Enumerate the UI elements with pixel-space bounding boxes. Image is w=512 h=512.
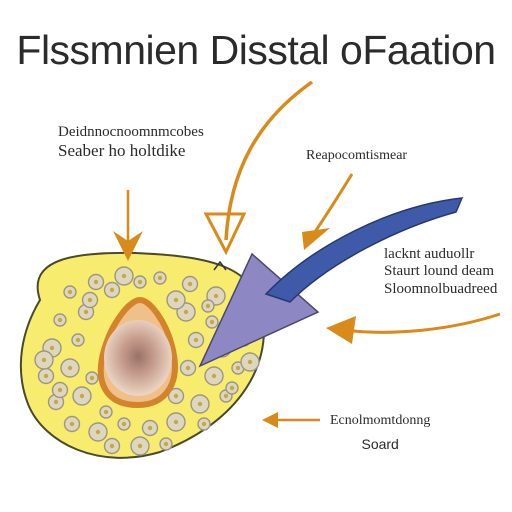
arrow-blue xyxy=(264,197,464,303)
organelle-core xyxy=(67,365,73,371)
organelle-core xyxy=(213,293,219,299)
diagram-title: Flssmnien Disstal oFaation xyxy=(16,27,496,73)
organelle-core xyxy=(57,317,63,323)
organelle-core xyxy=(205,303,211,309)
label-top-left-line1: Deidnnocnoomnmcobes xyxy=(58,124,204,140)
organelle-core xyxy=(235,365,241,371)
arrow-curved-top-head xyxy=(203,212,247,256)
organelle-core xyxy=(121,421,127,427)
organelle-core xyxy=(41,357,47,363)
organelle-core xyxy=(137,443,143,449)
organelle-core xyxy=(79,393,85,399)
label-bottom: Ecnolmomtdonng Soard xyxy=(330,413,430,453)
organelle-core xyxy=(209,319,215,325)
label-right: lacknt auduollr Staurt lound deam Sloomn… xyxy=(384,246,497,298)
label-top-left: Deidnnocnoomnmcobes Seaber ho holtdike xyxy=(58,123,204,161)
cytoplasm-organelles xyxy=(34,266,260,456)
label-right-line3: Sloomnolbuadreed xyxy=(384,280,498,297)
organelle-core xyxy=(53,399,59,405)
organelle-core xyxy=(147,425,153,431)
label-top-right-line1: Reapocomtismear xyxy=(306,148,408,163)
caret-mark xyxy=(213,260,227,271)
organelle-core xyxy=(93,279,99,285)
organelle-core xyxy=(137,279,143,285)
organelle-core xyxy=(43,373,49,379)
label-right-line2: Staurt lound deam xyxy=(384,263,494,280)
organelle-core xyxy=(157,275,163,281)
organelle-core xyxy=(187,281,193,287)
organelle-core xyxy=(49,345,55,351)
arrow-bottom-head xyxy=(262,412,278,428)
organelle-core xyxy=(89,375,95,381)
organelle-core xyxy=(211,373,217,379)
organelle-core xyxy=(185,365,191,371)
organelle-core xyxy=(121,273,127,279)
organelle-core xyxy=(229,385,235,391)
organelle-core xyxy=(223,393,229,399)
organelle-core xyxy=(201,421,207,427)
label-right-line1: lacknt auduollr xyxy=(384,246,475,262)
label-top-right: Reapocomtismear xyxy=(306,148,407,165)
organelle-core xyxy=(163,441,169,447)
organelle-core xyxy=(69,421,75,427)
organelle-core xyxy=(193,337,199,343)
organelle-core xyxy=(83,309,89,315)
nucleolus xyxy=(104,320,172,396)
organelle-core xyxy=(67,289,73,295)
arrow-right xyxy=(343,312,501,334)
arrow-curved-top xyxy=(224,80,314,241)
organelle-core xyxy=(183,309,189,315)
organelle-core xyxy=(95,429,101,435)
organelle-core xyxy=(103,409,109,415)
arrow-right-head xyxy=(326,316,356,344)
organelle-core xyxy=(75,337,81,343)
organelle-core xyxy=(173,297,179,303)
label-top-left-line2: Seaber ho holtdike xyxy=(58,141,186,160)
label-bottom-line2: Soard xyxy=(361,435,399,452)
organelle-core xyxy=(197,401,203,407)
organelle-core xyxy=(109,287,115,293)
organelle-core xyxy=(247,359,253,365)
organelle-core xyxy=(173,419,179,425)
organelle-core xyxy=(109,443,115,449)
organelle-core xyxy=(57,387,63,393)
organelle-core xyxy=(173,393,179,399)
arrow-top-right-head xyxy=(302,228,330,250)
label-bottom-line1: Ecnolmomtdonng xyxy=(330,413,431,428)
organelle-core xyxy=(87,297,93,303)
